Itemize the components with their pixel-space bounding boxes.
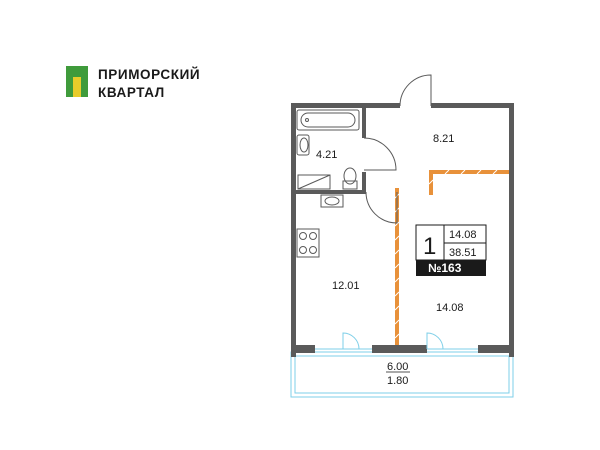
entrance-door [399,74,432,107]
room-area-bathroom: 4.21 [316,149,337,161]
exterior-walls [291,103,514,357]
bathtub-icon [296,109,360,131]
room-area-hall: 8.21 [433,133,454,145]
balcony-area: 6.00 [387,361,408,373]
apartment-number: №163 [428,261,462,275]
balcony-doors [315,332,478,350]
kitchen-sink-icon [320,194,344,208]
room-count: 1 [423,233,436,260]
brand-name: ПРИМОРСКИЙ КВАРТАЛ [98,66,200,102]
shower-tray-icon [297,174,331,190]
brand-logo: ПРИМОРСКИЙ КВАРТАЛ [66,66,200,102]
room-area-kitchen: 12.01 [332,280,360,292]
stove-icon [296,228,320,258]
total-area: 38.51 [449,247,477,259]
balcony-reduced-area: 1.80 [387,375,408,387]
living-area: 14.08 [449,229,477,241]
bathroom-door [363,137,397,171]
brand-name-line1: ПРИМОРСКИЙ [98,67,201,82]
interior-walls [296,108,366,194]
bathroom-sink-icon [296,134,310,156]
brand-name-line2: КВАРТАЛ [98,85,165,100]
room-area-living: 14.08 [436,302,464,314]
toilet-icon [342,167,358,190]
apartment-info: 1 14.08 38.51 №163 [415,224,487,276]
hall-door [365,191,398,224]
brand-logo-mark-icon [66,66,88,97]
